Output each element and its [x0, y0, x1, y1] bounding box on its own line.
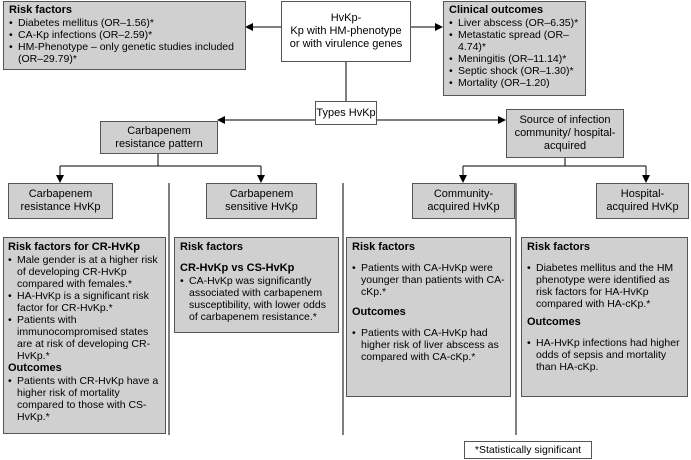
panel-ca-risk-list: Patients with CA-HvKp were younger than … — [352, 262, 505, 298]
carbapenem-pattern-box: Carbapenem resistance pattern — [100, 121, 218, 154]
panel-cs-list: CA-HvKp was significantly associated wit… — [180, 275, 333, 323]
panel-cr-hvkp: Risk factors for CR-HvKp Male gender is … — [3, 237, 166, 434]
list-item: Septic shock (OR–1.30)* — [449, 65, 580, 77]
risk-factors-box: Risk factors Diabetes mellitus (OR–1.56)… — [3, 1, 246, 70]
list-item: Metastatic spread (OR–4.74)* — [449, 29, 580, 53]
risk-factors-list: Diabetes mellitus (OR–1.56)* CA-Kp infec… — [9, 17, 240, 65]
panel-ha-outcomes-list: HA-HvKp infections had higher odds of se… — [527, 337, 682, 373]
list-item: HA-HvKp is a significant risk factor for… — [8, 290, 161, 314]
list-item: Patients with immunocompromised states a… — [8, 314, 161, 362]
panel-ca-outcomes-title: Outcomes — [352, 306, 406, 318]
list-item: Meningitis (OR–11.14)* — [449, 53, 580, 65]
list-item: Diabetes mellitus (OR–1.56)* — [9, 17, 240, 29]
category-community-acquired: Community-acquired HvKp — [412, 183, 515, 219]
panel-ha-outcomes-title: Outcomes — [527, 316, 581, 328]
source-infection-box: Source of infection community/ hospital-… — [506, 109, 624, 158]
list-item: Mortality (OR–1.20) — [449, 77, 580, 89]
risk-factors-title: Risk factors — [9, 4, 72, 16]
list-item: Patients with CR-HvKp have a higher risk… — [8, 375, 161, 423]
panel-ha-title: Risk factors — [527, 241, 590, 253]
footnote-statistically-significant: *Statistically significant — [464, 441, 592, 459]
list-item: CA-HvKp was significantly associated wit… — [180, 275, 333, 323]
list-item: Liver abscess (OR–6.35)* — [449, 17, 580, 29]
clinical-outcomes-box: Clinical outcomes Liver abscess (OR–6.35… — [443, 1, 586, 96]
panel-cs-title: Risk factors — [180, 241, 243, 253]
panel-cr-title: Risk factors for CR-HvKp — [8, 241, 141, 253]
category-hospital-acquired: Hospital-acquired HvKp — [596, 183, 689, 219]
panel-ca-outcomes-list: Patients with CA-HvKp had higher risk of… — [352, 327, 505, 363]
hvkp-definition-box: HvKp- Kp with HM-phenotype or with virul… — [281, 1, 411, 62]
category-carbapenem-resistance: Carbapenem resistance HvKp — [8, 183, 113, 219]
panel-ca-title: Risk factors — [352, 241, 415, 253]
list-item: HM-Phenotype – only genetic studies incl… — [9, 41, 240, 65]
clinical-outcomes-title: Clinical outcomes — [449, 4, 544, 16]
panel-cs-hvkp: Risk factors CR-HvKp vs CS-HvKp CA-HvKp … — [174, 237, 339, 333]
list-item: Diabetes mellitus and the HM phenotype w… — [527, 262, 682, 310]
list-item: CA-Kp infections (OR–2.59)* — [9, 29, 240, 41]
clinical-outcomes-list: Liver abscess (OR–6.35)* Metastatic spre… — [449, 17, 580, 89]
list-item: Patients with CA-HvKp were younger than … — [352, 262, 505, 298]
panel-ha-risk-list: Diabetes mellitus and the HM phenotype w… — [527, 262, 682, 310]
panel-cr-outcomes-list: Patients with CR-HvKp have a higher risk… — [8, 375, 161, 423]
hvkp-definition-line2: Kp with HM-phenotype or with virulence g… — [289, 25, 403, 50]
panel-ha-hvkp: Risk factors Diabetes mellitus and the H… — [521, 237, 688, 397]
panel-cr-outcomes-title: Outcomes — [8, 362, 62, 374]
list-item: Male gender is at a higher risk of devel… — [8, 254, 161, 290]
category-carbapenem-sensitive: Carbapenem sensitive HvKp — [206, 183, 317, 219]
panel-cs-subtitle: CR-HvKp vs CS-HvKp — [180, 262, 295, 274]
types-hvkp-label: Types HvKp — [315, 101, 377, 125]
hvkp-definition-line1: HvKp- — [330, 12, 362, 24]
list-item: Patients with CA-HvKp had higher risk of… — [352, 327, 505, 363]
panel-ca-hvkp: Risk factors Patients with CA-HvKp were … — [346, 237, 511, 397]
panel-cr-risk-list: Male gender is at a higher risk of devel… — [8, 254, 161, 362]
list-item: HA-HvKp infections had higher odds of se… — [527, 337, 682, 373]
